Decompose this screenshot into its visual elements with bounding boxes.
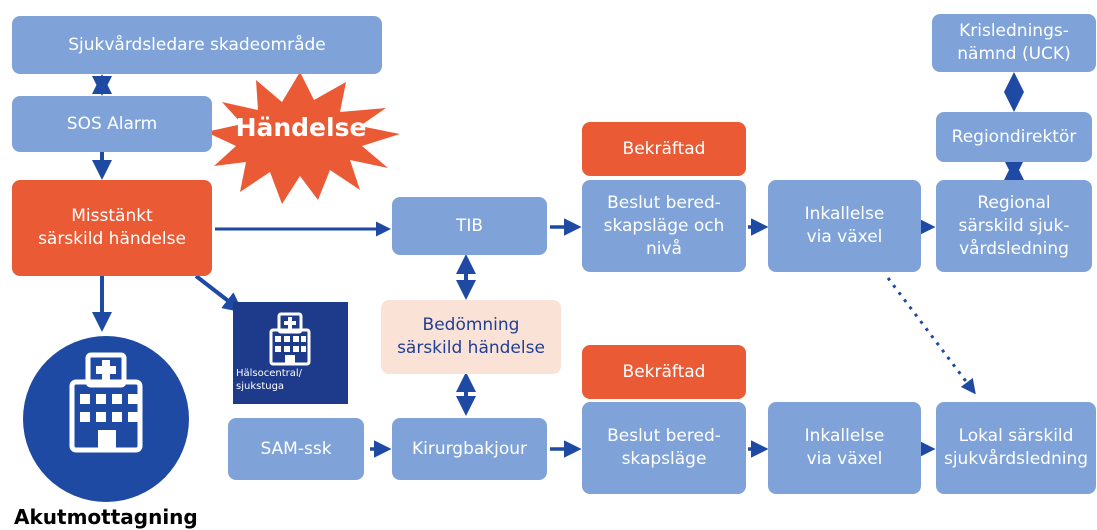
halsocentral-icon-box: [233, 302, 348, 404]
node-inkallelse-top: Inkallelse via växel: [768, 180, 921, 272]
node-inkallelse-bottom: Inkallelse via växel: [768, 402, 921, 494]
node-regional: Regional särskild sjuk- vårdsledning: [936, 180, 1092, 272]
node-sjukvardsledare: Sjukvårdsledare skadeområde: [12, 16, 382, 74]
node-beslut-bottom: Beslut bered- skapsläge: [582, 402, 746, 494]
node-krisledning: Krislednings- nämnd (UCK): [932, 14, 1096, 72]
node-sos-alarm: SOS Alarm: [12, 96, 212, 152]
explosion-burst-icon: [206, 72, 400, 204]
arrow-inkallelse-lokal-dotted: [886, 277, 976, 395]
handelse-label: Händelse: [235, 112, 367, 142]
node-kirurgbakjour: Kirurgbakjour: [392, 418, 547, 480]
node-lokal: Lokal särskild sjukvårdsledning: [936, 402, 1096, 494]
node-bedomning: Bedömning särskild händelse: [381, 300, 561, 374]
halsocentral-label: Hälsocentral/ sjukstuga: [236, 368, 303, 392]
node-tib: TIB: [392, 197, 547, 255]
hospital-building-icon: [269, 312, 311, 366]
node-bekraftad-top: Bekräftad: [582, 122, 746, 176]
node-regiondirektor: Regiondirektör: [936, 112, 1092, 162]
node-beslut-top: Beslut bered- skapsläge och nivå: [582, 180, 746, 272]
node-misstankt: Misstänkt särskild händelse: [12, 180, 212, 276]
akutmottagning-label: Akutmottagning: [14, 505, 198, 529]
node-sam-ssk: SAM-ssk: [228, 418, 364, 480]
node-bekraftad-bottom: Bekräftad: [582, 345, 746, 399]
arrow-misstankt-halsocentral: [194, 274, 244, 313]
